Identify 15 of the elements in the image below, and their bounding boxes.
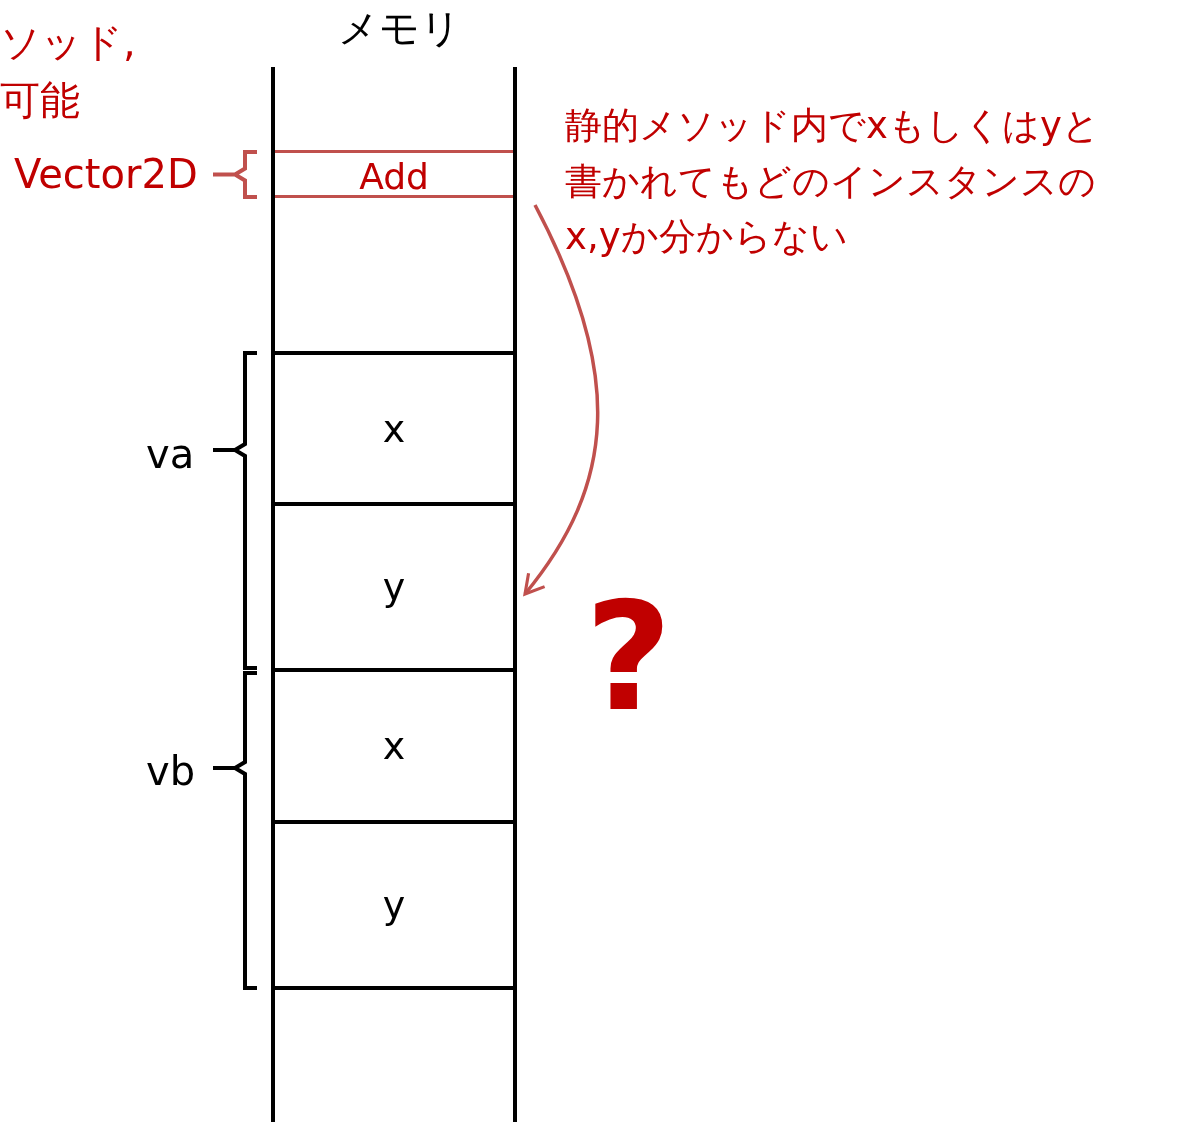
annotation-text: 静的メソッド内でxもしくはyと書かれてもどのインスタンスのx,yか分からない: [565, 103, 1100, 260]
cell-label: y: [382, 886, 406, 924]
cell-label: y: [382, 568, 406, 606]
bracket-label: Vector2D: [14, 150, 198, 199]
bracket-label: va: [146, 430, 195, 479]
curved-arrow: [523, 204, 600, 596]
annotation-text: 可能: [0, 76, 80, 125]
cell-label: x: [382, 409, 406, 448]
cell-label: Add: [359, 158, 429, 195]
memory-cell: [275, 149, 513, 198]
cell-label: x: [382, 727, 406, 765]
heading: メモリ: [338, 4, 461, 53]
annotation-text: ソッド,: [0, 18, 136, 67]
question-mark: ?: [585, 575, 672, 740]
bracket-label: vb: [146, 747, 196, 796]
